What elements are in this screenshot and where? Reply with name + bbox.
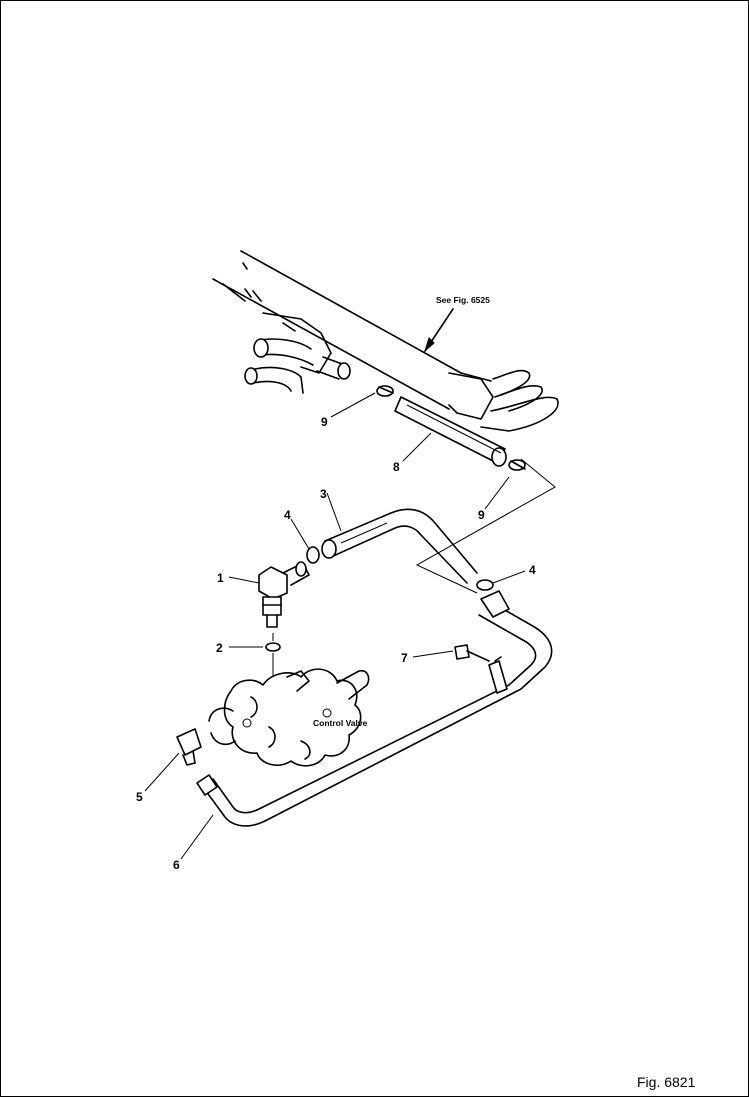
callout-8: 8 <box>393 460 400 474</box>
hose-clamp-4-left <box>306 546 320 564</box>
hose-3 <box>321 508 478 584</box>
tube-clamp <box>488 656 508 694</box>
upper-pipe-assembly <box>212 250 559 432</box>
callout-1: 1 <box>217 571 224 585</box>
control-valve-label: Control Valve <box>313 718 368 728</box>
callout-2: 2 <box>216 641 223 655</box>
callout-7: 7 <box>401 651 408 665</box>
reference-note: See Fig. 6525 <box>436 295 490 305</box>
callout-4-left: 4 <box>284 508 291 522</box>
callout-3: 3 <box>320 487 327 501</box>
callout-5: 5 <box>136 790 143 804</box>
callout-9-upper: 9 <box>321 415 328 429</box>
elbow-fitting-1 <box>258 561 310 628</box>
o-ring-2 <box>265 633 281 677</box>
hose-8 <box>394 396 507 467</box>
callout-6: 6 <box>173 858 180 872</box>
callout-4-right: 4 <box>529 563 536 577</box>
control-valve <box>208 668 370 767</box>
figure-label: Fig. 6821 <box>637 1074 696 1090</box>
hose-clamp-4-right <box>476 579 494 591</box>
bolt-7 <box>454 644 490 662</box>
hose-clamp-9-upper <box>376 385 394 397</box>
callout-9-lower: 9 <box>478 508 485 522</box>
leader-lines <box>144 392 526 860</box>
hose-clamp-9-lower <box>508 459 526 471</box>
fitting-5 <box>176 728 202 766</box>
tube-6 <box>196 590 553 827</box>
